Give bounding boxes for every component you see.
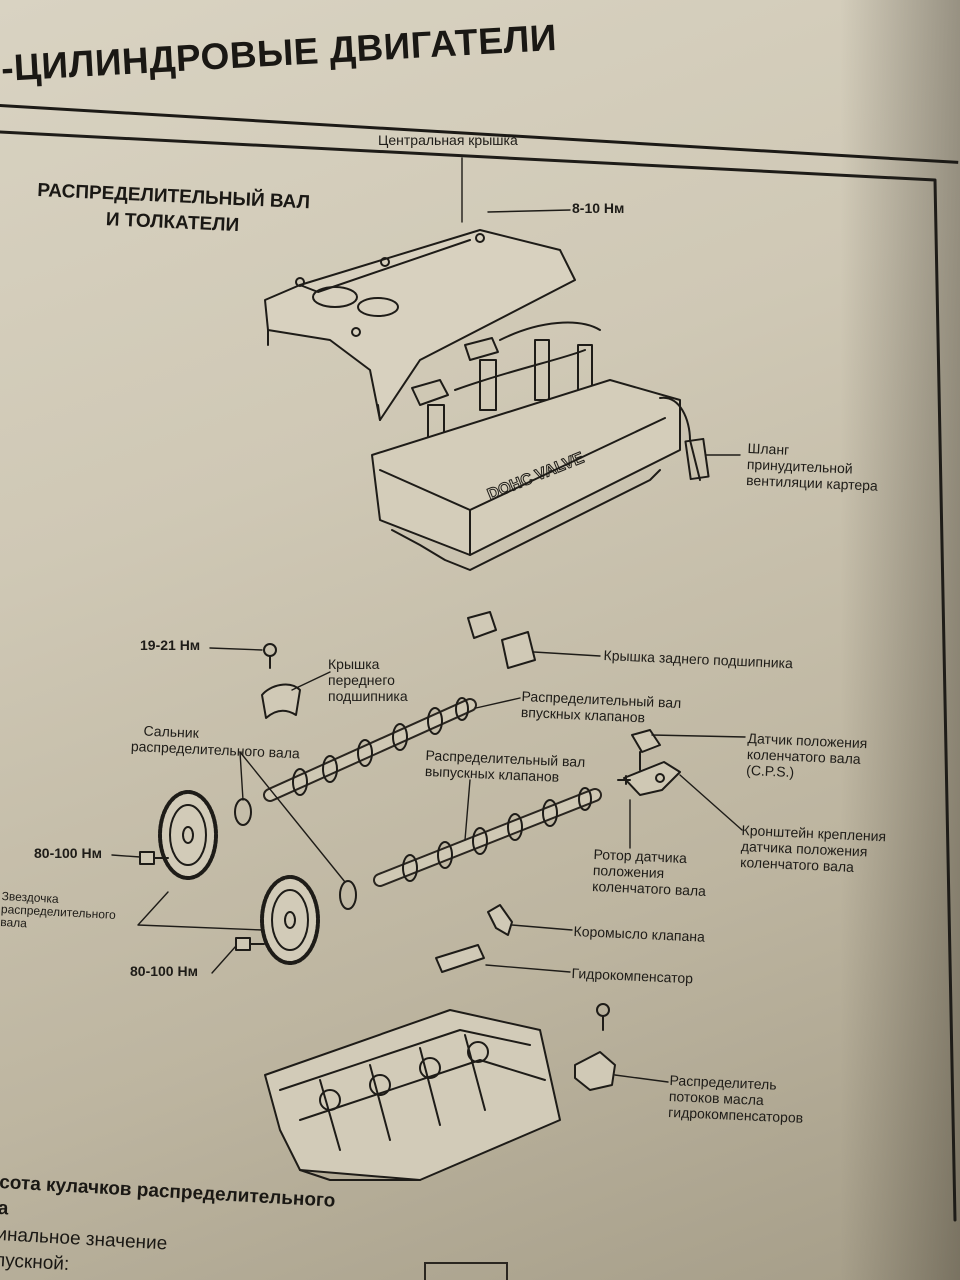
cylinder-head	[264, 1009, 561, 1181]
rocker-arm	[487, 904, 513, 936]
rear-bearing-cap	[467, 611, 536, 669]
label-torque-top: 8-10 Нм	[572, 200, 625, 216]
intake-camshaft	[263, 697, 477, 802]
label-torque-80-100-b: 80-100 Нм	[130, 963, 198, 979]
valve-cover: DOHC VALVE	[371, 379, 681, 571]
label-sprocket: Звездочка распределительного вала	[0, 889, 117, 935]
footer-text: сота кулачков распределительного а иналь…	[0, 1170, 336, 1280]
label-pcv-hose: Шланг принудительной вентиляции картера	[746, 440, 880, 494]
label-torque-19-21: 19-21 Нм	[140, 637, 201, 653]
label-cps-rotor: Ротор датчика положения коленчатого вала	[592, 846, 708, 899]
front-bearing-cap	[261, 683, 301, 719]
footer-table-edge	[424, 1262, 508, 1280]
ignition-coils	[411, 321, 601, 456]
lash-adjuster	[435, 944, 485, 973]
pcv-hose	[659, 396, 710, 481]
label-central-cover: Центральная крышка	[378, 132, 518, 148]
camshaft-seal-2	[339, 880, 357, 910]
cps-sensor	[617, 729, 681, 796]
diagram-frame	[0, 130, 957, 1222]
central-cover	[264, 229, 576, 421]
leader-lines	[111, 157, 746, 1083]
label-cps-bracket: Кронштейн крепления датчика положения ко…	[740, 822, 887, 876]
label-front-cap-line-3: подшипника	[328, 688, 408, 704]
exhaust-camshaft	[373, 787, 602, 887]
label-oil-distributor: Распределитель потоков масла гидрокомпен…	[668, 1072, 805, 1126]
label-front-cap-line-2: переднего	[328, 672, 395, 688]
oil-distributor	[574, 1003, 616, 1091]
sprocket-bolt-2	[235, 937, 265, 951]
label-torque-80-100-a: 80-100 Нм	[34, 845, 102, 861]
sprocket-1	[158, 790, 218, 880]
camshaft-seal-1	[234, 798, 252, 826]
sprocket-2	[260, 875, 320, 965]
bolt-front-cap	[263, 643, 277, 669]
label-front-cap-line-1: Крышка	[328, 656, 380, 672]
label-cps: Датчик положения коленчатого вала (C.P.S…	[746, 730, 868, 783]
sprocket-bolt-1	[139, 851, 169, 865]
page-shadow	[840, 0, 960, 1280]
label-front-bearing-cap: Крышка переднего подшипника	[328, 656, 408, 704]
